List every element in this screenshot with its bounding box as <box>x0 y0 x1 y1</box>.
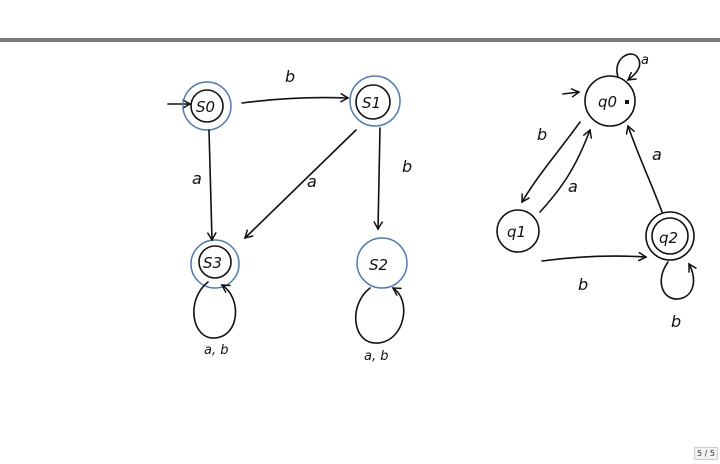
state-q1-label: q1 <box>507 223 526 241</box>
top-bar <box>0 0 720 40</box>
state-q2-inner <box>651 217 689 255</box>
state-s2-accept-ring <box>356 237 408 289</box>
state-q0-dot <box>625 100 629 104</box>
edge-q0-loop <box>616 53 641 81</box>
edge-s1-s3 <box>243 129 357 240</box>
state-q1: q1 <box>496 209 540 253</box>
state-q0-label: q0 <box>598 93 617 111</box>
state-q0-circle <box>584 75 636 127</box>
edge-s1-s2 <box>373 127 383 231</box>
state-s0: S0 <box>182 81 232 131</box>
state-s2: S2 <box>356 237 408 289</box>
state-s1-label: S1 <box>362 94 381 112</box>
state-q2-label: q2 <box>659 229 678 247</box>
edge-s0-s1 <box>241 92 350 104</box>
edge-s2-loop-label: a, b <box>364 349 388 364</box>
edge-q1-q0-label: a <box>568 177 578 196</box>
state-q2-outer <box>645 211 695 261</box>
state-s0-accept-ring <box>182 81 232 131</box>
edge-q0-q1 <box>521 121 581 204</box>
edge-q0-loop-label: a <box>641 53 649 68</box>
edge-q2-loop <box>660 261 697 300</box>
state-s3: S3 <box>190 239 240 289</box>
state-s0-circle <box>190 89 224 123</box>
state-s1-circle <box>355 84 391 120</box>
edge-q0-q1-label: b <box>537 125 547 144</box>
edge-q1-q0 <box>539 128 593 213</box>
state-s0-label: S0 <box>196 98 215 116</box>
edge-s1-s2-label: b <box>402 157 412 176</box>
state-q2: q2 <box>645 211 695 261</box>
edge-s1-s3-label: a <box>307 172 317 191</box>
left-automaton: S0 S1 S3 S2 b a a b <box>167 67 412 364</box>
state-s1: S1 <box>349 75 401 127</box>
edge-q2-loop-label: b <box>671 312 681 331</box>
edge-s2-loop <box>355 287 405 344</box>
state-s1-accept-ring <box>349 75 401 127</box>
edge-s3-loop <box>193 281 237 339</box>
state-s2-label: S2 <box>369 256 388 274</box>
start-arrow-q0 <box>562 88 581 98</box>
state-s3-circle <box>198 245 232 279</box>
right-automaton: q0 q1 q2 a b a a b b <box>496 53 697 331</box>
edge-q2-q0 <box>625 124 663 213</box>
edge-q2-q0-label: a <box>652 145 662 164</box>
state-q0: q0 <box>584 75 636 127</box>
edge-s0-s3 <box>207 129 217 242</box>
edge-q1-q2-label: b <box>578 275 588 294</box>
edge-s0-s3-label: a <box>192 169 202 188</box>
state-q1-circle <box>496 209 540 253</box>
edge-s3-loop-label: a, b <box>204 343 228 358</box>
page-indicator: 5 / 5 <box>694 447 718 460</box>
top-divider <box>0 38 720 42</box>
edge-q1-q2 <box>541 251 648 262</box>
edge-s0-s1-label: b <box>285 67 295 86</box>
state-s3-label: S3 <box>203 254 222 272</box>
